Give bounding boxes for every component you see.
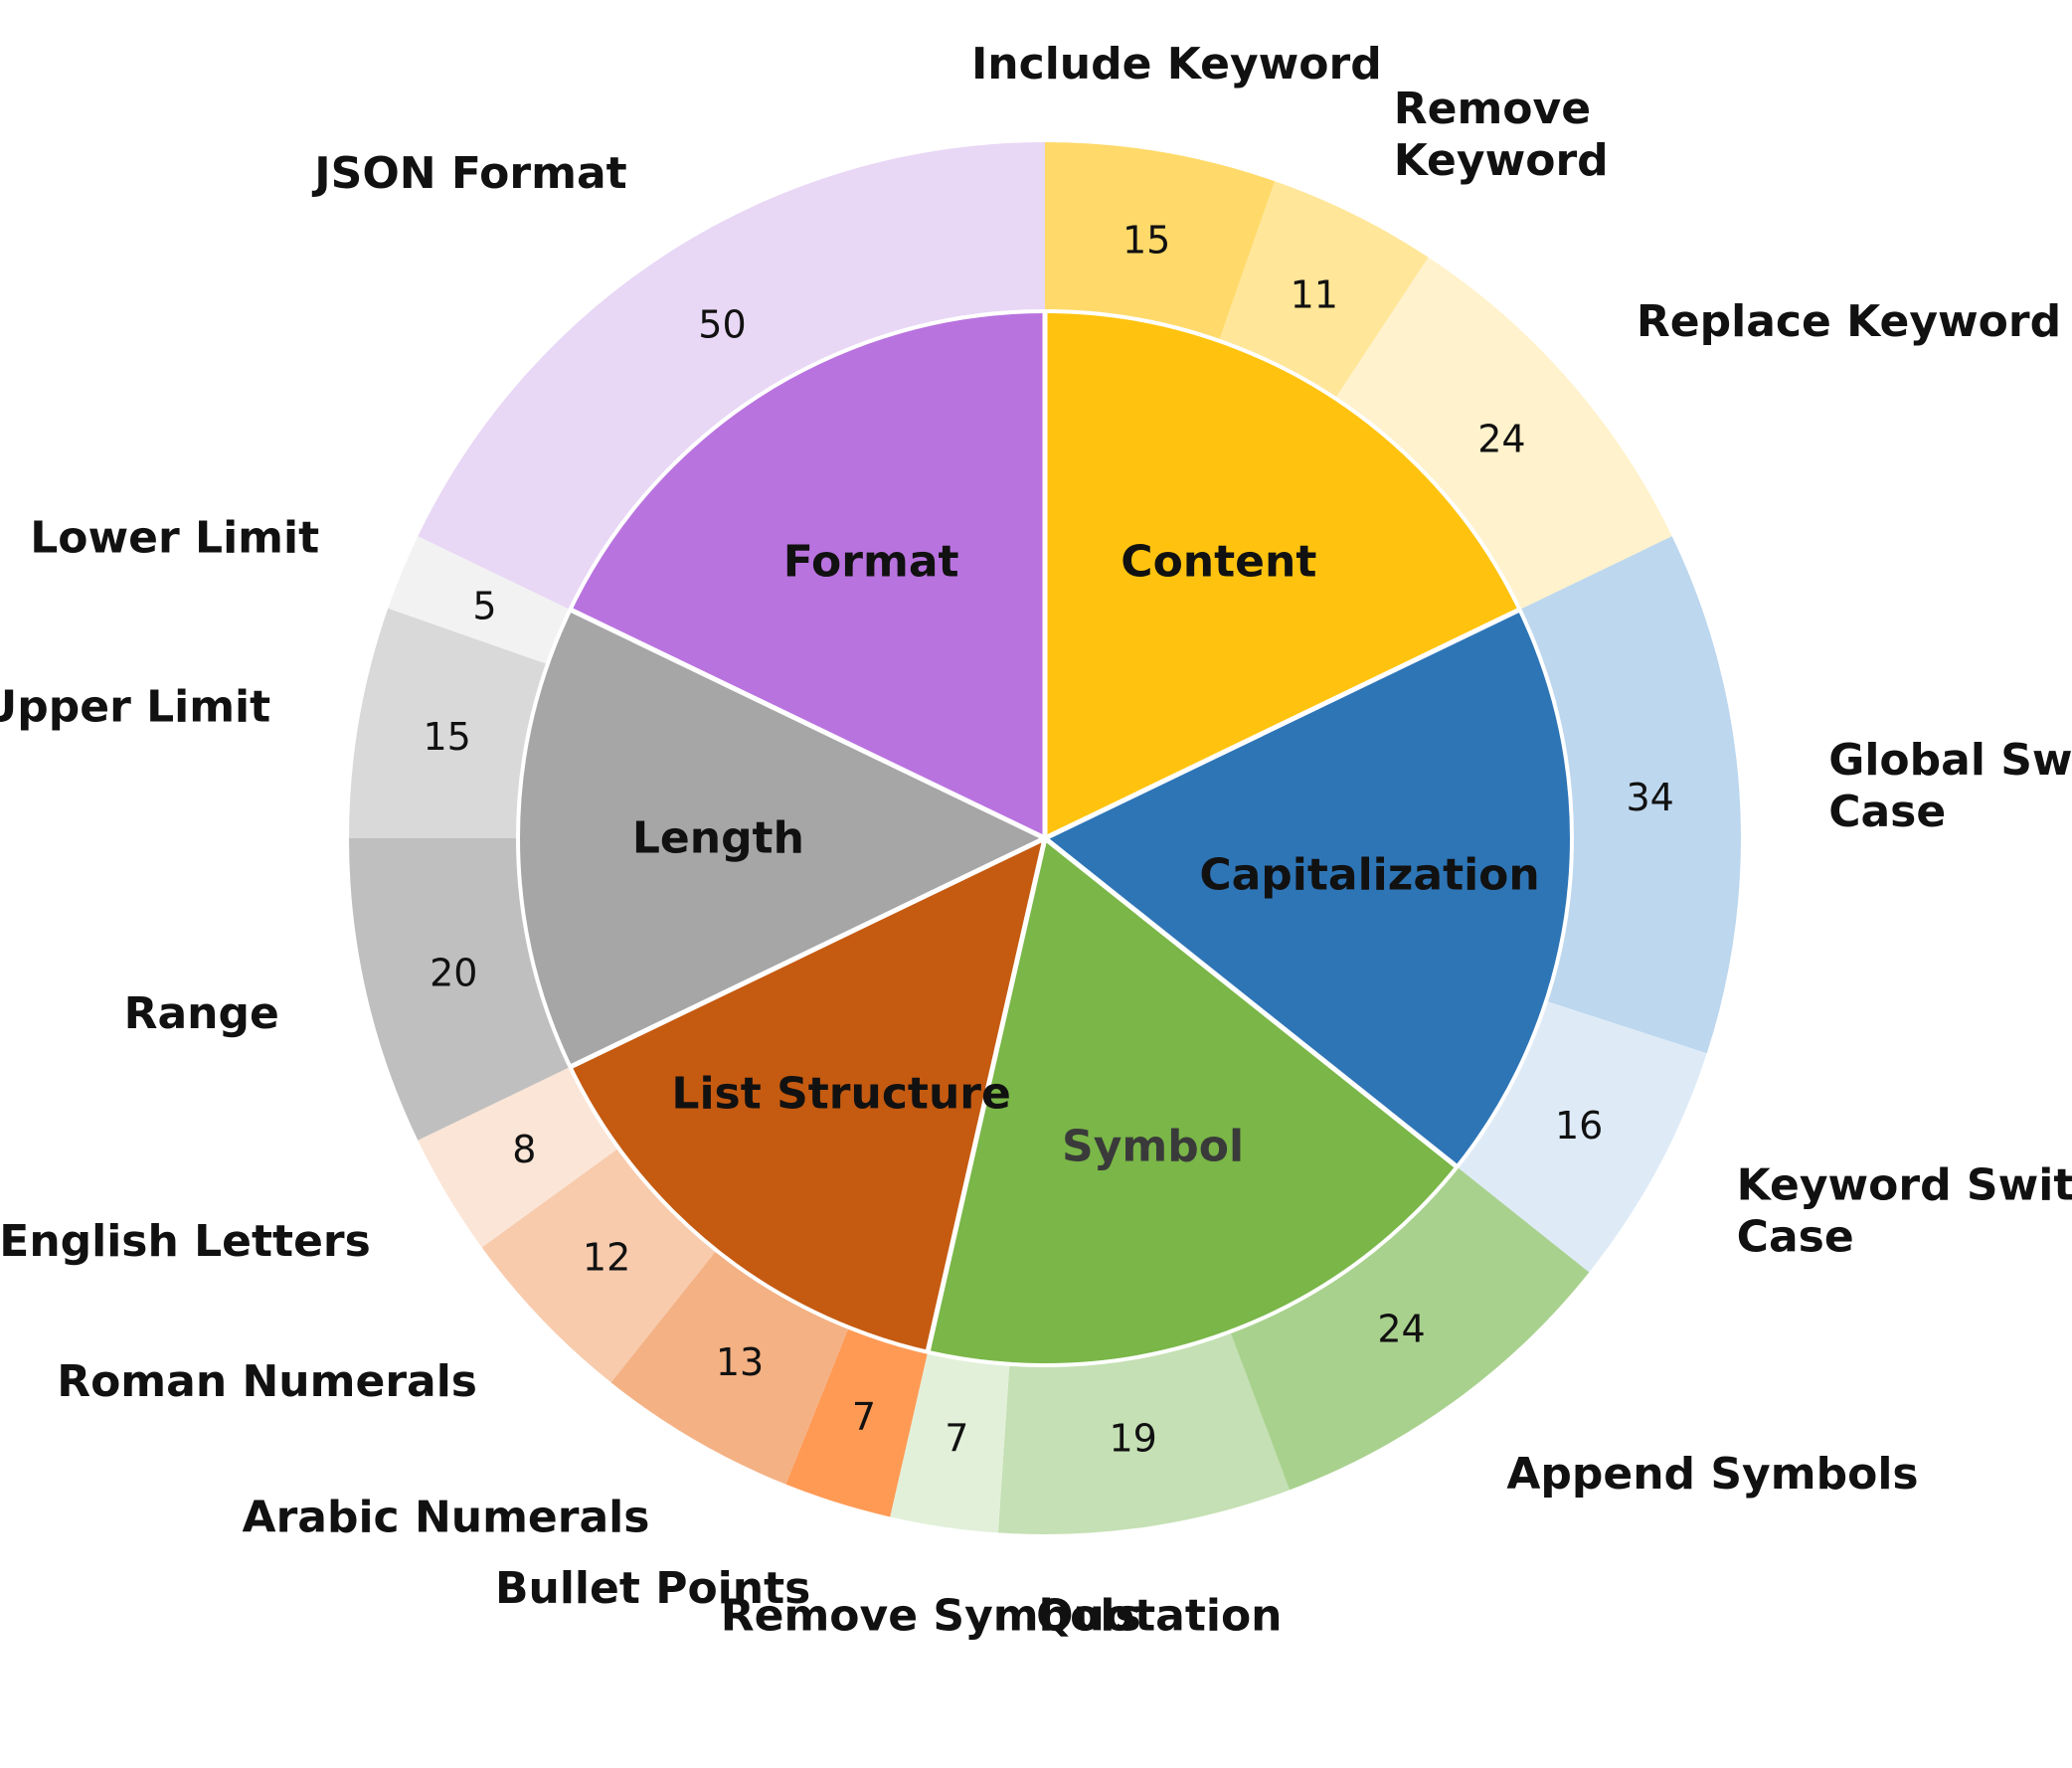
label-quotation: Quotation — [1036, 1590, 1282, 1641]
label-range: Range — [124, 987, 279, 1038]
slice-remove-symbols — [890, 1346, 1010, 1533]
slice-range — [349, 838, 575, 1141]
outer-ring — [349, 142, 1741, 1534]
slice-include-keyword — [1045, 142, 1276, 346]
slice-quotation — [997, 1326, 1290, 1534]
slice-english-letters — [418, 1064, 623, 1248]
value-include-keyword: 15 — [1122, 219, 1170, 263]
value-keyword-switch-case: 16 — [1555, 1104, 1603, 1148]
value-arabic-numerals: 13 — [716, 1340, 764, 1384]
category-separator — [1043, 607, 1521, 841]
slice-upper-limit — [349, 608, 553, 838]
label-keyword-switch-case: Keyword SwitchCase — [1737, 1159, 2072, 1262]
slice-global-switch-case — [1515, 536, 1741, 1054]
outer-value-labels: 15 11 24 34 16 24 19 7 7 13 12 8 20 15 5 50 — [423, 219, 1673, 1461]
inner-pie-border — [516, 309, 1574, 1367]
value-lower-limit: 5 — [472, 585, 496, 628]
label-append-symbols: Append Symbols — [1506, 1449, 1918, 1500]
label-include-keyword: Include Keyword — [971, 39, 1382, 89]
label-roman-numerals: Roman Numerals — [57, 1355, 477, 1406]
value-replace-keyword: 24 — [1477, 418, 1525, 461]
category-separator — [569, 835, 1047, 1070]
value-english-letters: 8 — [512, 1128, 536, 1171]
category-slice-content — [1045, 311, 1520, 838]
label-upper-limit: Upper Limit — [0, 681, 270, 732]
slice-lower-limit — [388, 536, 575, 666]
label-bullet-points: Bullet Points — [495, 1563, 810, 1614]
slice-remove-keyword — [1217, 181, 1429, 403]
inner-pie — [516, 309, 1574, 1367]
value-remove-keyword: 11 — [1291, 272, 1338, 316]
slice-arabic-numerals — [610, 1246, 851, 1485]
category-label-capitalization: Capitalization — [1199, 849, 1539, 900]
label-json-format: JSON Format — [311, 148, 626, 199]
category-label-length: Length — [632, 813, 804, 864]
category-label-content: Content — [1121, 536, 1316, 587]
category-label-list-structure: List Structure — [671, 1068, 1010, 1119]
category-slice-capitalization — [1045, 610, 1572, 1167]
category-slice-list-structure — [570, 838, 1045, 1352]
value-upper-limit: 15 — [423, 715, 470, 759]
label-arabic-numerals: Arabic Numerals — [243, 1492, 650, 1542]
slice-append-symbols — [1228, 1163, 1590, 1491]
value-quotation: 19 — [1109, 1417, 1156, 1461]
value-remove-symbols: 7 — [945, 1417, 968, 1461]
category-label-symbol: Symbol — [1062, 1122, 1244, 1172]
slice-roman-numerals — [481, 1145, 720, 1383]
value-json-format: 50 — [698, 302, 746, 346]
category-label-format: Format — [783, 536, 959, 587]
slice-json-format — [418, 142, 1045, 613]
value-append-symbols: 24 — [1377, 1308, 1425, 1351]
value-range: 20 — [430, 952, 477, 995]
category-separator — [569, 607, 1047, 841]
value-global-switch-case: 34 — [1626, 776, 1673, 819]
label-english-letters: English Letters — [0, 1216, 371, 1267]
label-remove-symbols: Remove Symbols — [721, 1590, 1141, 1641]
label-replace-keyword: Replace Keyword — [1637, 296, 2061, 347]
label-global-switch-case: Global SwitchCase — [1828, 734, 2072, 836]
slice-bullet-points — [785, 1323, 930, 1517]
category-separator — [1043, 836, 1459, 1169]
category-slice-format — [570, 311, 1045, 838]
slice-replace-keyword — [1332, 257, 1672, 613]
label-lower-limit: Lower Limit — [30, 512, 319, 563]
category-slice-length — [518, 610, 1045, 1067]
category-slice-symbol — [928, 838, 1458, 1365]
value-bullet-points: 7 — [852, 1395, 876, 1439]
category-separator — [925, 837, 1048, 1353]
value-roman-numerals: 12 — [583, 1236, 630, 1280]
